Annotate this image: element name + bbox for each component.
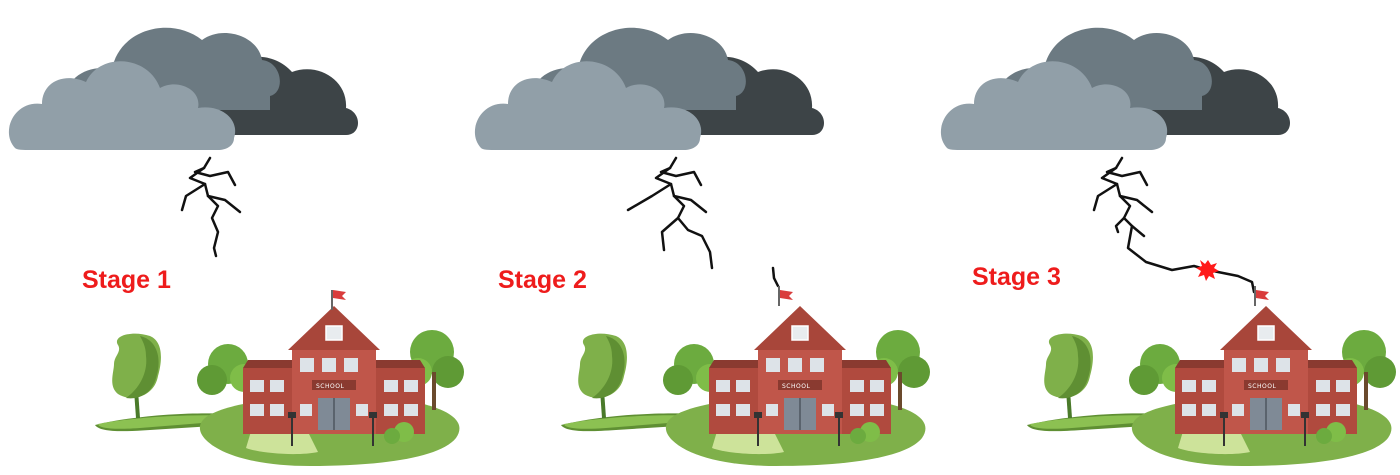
lightning-bolt-icon	[1094, 158, 1152, 236]
stage-panel-1: SCHOOL Stage 1	[0, 0, 466, 475]
tree-icon	[578, 334, 627, 418]
stage-2-illustration: SCHOOL	[466, 0, 932, 475]
stage-label: Stage 1	[82, 266, 171, 295]
stage-label: Stage 3	[972, 263, 1061, 292]
school-building-icon: SCHOOL	[709, 286, 891, 434]
lightning-bolt-icon	[628, 158, 712, 268]
storm-cloud-icon	[9, 28, 358, 150]
stage-3-illustration: SCHOOL	[932, 0, 1398, 475]
flag-icon	[333, 290, 346, 300]
upward-streamer	[773, 268, 778, 286]
school-sign: SCHOOL	[316, 383, 344, 390]
school-sign: SCHOOL	[1248, 383, 1276, 390]
flag-icon	[780, 290, 793, 300]
stage-panel-3: SCHOOL Stage 3	[932, 0, 1398, 475]
school-building-icon: SCHOOL	[1175, 286, 1357, 434]
school-sign: SCHOOL	[782, 383, 810, 390]
storm-cloud-icon	[941, 28, 1290, 150]
connected-channel	[1128, 226, 1254, 292]
flag-icon	[1256, 290, 1269, 300]
attachment-point-icon	[1196, 260, 1219, 281]
storm-cloud-icon	[475, 28, 824, 150]
tree-icon	[1044, 334, 1093, 418]
stage-label: Stage 2	[498, 266, 587, 295]
lightning-bolt-icon	[182, 158, 240, 256]
tree-icon	[112, 334, 161, 418]
stage-panel-2: SCHOOL Stage 2	[466, 0, 932, 475]
stage-1-illustration: SCHOOL	[0, 0, 466, 475]
school-building-icon: SCHOOL	[243, 290, 425, 434]
